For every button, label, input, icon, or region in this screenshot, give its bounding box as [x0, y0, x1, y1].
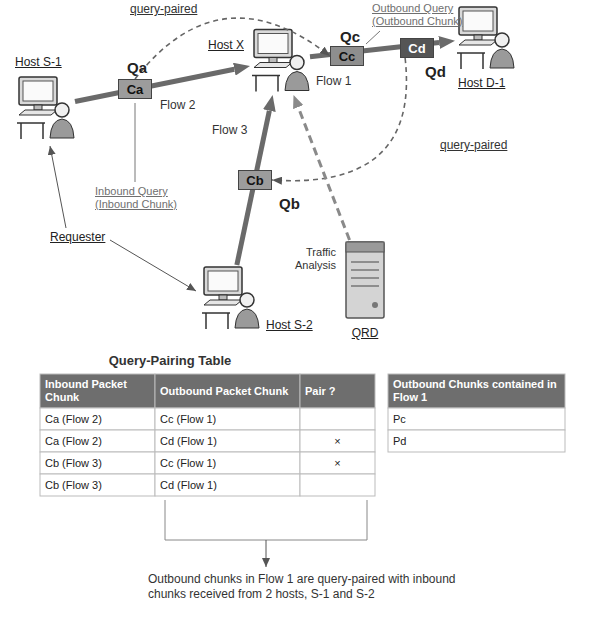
chunk-name: Ca [127, 82, 144, 97]
server-icon [346, 242, 384, 318]
requester-arrow [50, 146, 66, 228]
table-header [155, 374, 300, 408]
host-icon [17, 77, 74, 139]
flow-line [298, 107, 349, 240]
table-cell: Cb (Flow 3) [40, 474, 155, 496]
qrd-server: Traffic AnalysisQRD [340, 240, 390, 320]
packet-chunk: QbCb [238, 170, 272, 190]
query-label: Qa [127, 59, 147, 76]
node-label: Traffic Analysis [280, 246, 336, 272]
host-icon [252, 30, 309, 92]
chunk-name: Cb [246, 173, 263, 188]
table-header [40, 374, 155, 408]
edge-label: Flow 3 [212, 123, 247, 137]
table-title: Query-Pairing Table [40, 354, 300, 368]
host-icon [457, 7, 514, 69]
table-cell: × [300, 452, 375, 474]
callout-note: Inbound Query (Inbound Chunk) [95, 185, 190, 211]
table-header [300, 374, 375, 408]
bracket [165, 500, 367, 567]
conclusion-note: Outbound chunks in Flow 1 are query-pair… [148, 572, 468, 602]
requester-arrow [110, 240, 196, 291]
leader-line [135, 103, 136, 182]
node-label: Host X [208, 38, 244, 52]
query-label: Qc [340, 28, 360, 45]
node-label: Host S-1 [15, 55, 62, 69]
query-pair-arrow [135, 18, 330, 79]
query-label: Qd [425, 63, 446, 80]
host: Host X [250, 25, 310, 95]
leader-line [366, 31, 380, 44]
table-header [388, 374, 565, 408]
leader-lines [50, 31, 380, 291]
host: Host D-1 [455, 5, 515, 70]
table-header: Outbound Chunks contained in Flow 1 [388, 374, 565, 408]
host: Host S-1 [15, 75, 75, 140]
callout-note: Outbound Query (Outbound Chunk) [372, 2, 472, 28]
edge-label: Flow 2 [160, 98, 195, 112]
table-cell: Cd (Flow 1) [155, 430, 300, 452]
query-pairing-table [40, 374, 565, 496]
packet-chunk: QdCd [400, 38, 434, 58]
table-cell: Pd [388, 430, 565, 452]
query-label: Qb [279, 195, 300, 212]
node-sublabel: QRD [352, 326, 379, 340]
table-header: Outbound Packet Chunk [155, 374, 300, 408]
edge-label: query-paired [130, 2, 197, 16]
host-icons [17, 7, 514, 329]
table-cell: Ca (Flow 2) [40, 408, 155, 430]
chunk-name: Cd [408, 41, 425, 56]
host: Host S-2 [200, 265, 260, 330]
table-cell: Cc (Flow 1) [155, 408, 300, 430]
query-pair-arrow [272, 58, 406, 181]
node-label: Host S-2 [266, 318, 313, 332]
edge-label: query-paired [440, 138, 507, 152]
table-cell: Pc [388, 408, 565, 430]
table-cell: Cc (Flow 1) [155, 452, 300, 474]
flow-line [75, 69, 234, 101]
table-cell: Ca (Flow 2) [40, 430, 155, 452]
requester-label: Requester [50, 230, 105, 244]
table-cell: × [300, 430, 375, 452]
table-cell: Cd (Flow 1) [155, 474, 300, 496]
table-cell: Cb (Flow 3) [40, 452, 155, 474]
edge-label: Flow 1 [316, 74, 351, 88]
table-header: Inbound Packet Chunk [40, 374, 155, 408]
table-header: Pair ? [300, 374, 375, 408]
chunk-name: Cc [339, 49, 356, 64]
node-label: Host D-1 [458, 76, 505, 90]
packet-chunk: QaCa [118, 79, 152, 99]
packet-chunk: QcCc [330, 46, 364, 66]
host-icon [202, 267, 259, 329]
